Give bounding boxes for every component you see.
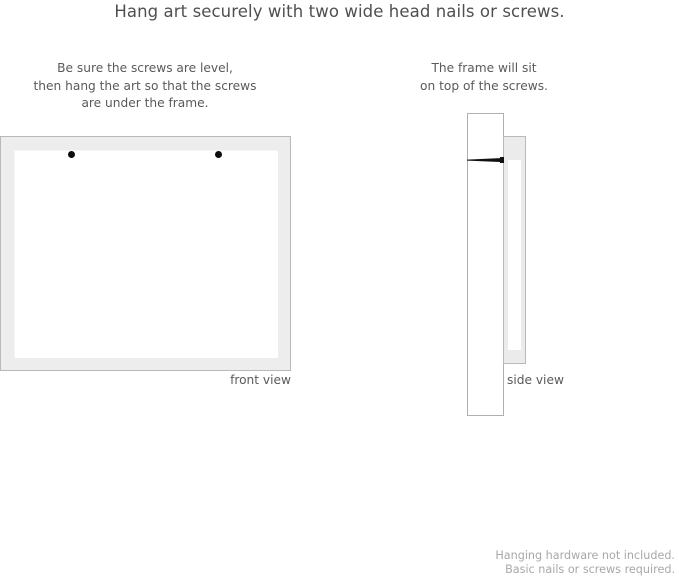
caption-line: then hang the art so that the screws <box>33 78 257 93</box>
side-view-label: side view <box>507 373 564 387</box>
frame-mat-area <box>14 150 278 358</box>
caption-line: are under the frame. <box>81 96 209 110</box>
side-view-caption: The frame will sit on top of the screws. <box>394 60 574 95</box>
footer-line: Hanging hardware not included. <box>495 549 675 562</box>
front-view-caption: Be sure the screws are level, then hang … <box>5 60 285 113</box>
caption-line: on top of the screws. <box>420 78 548 93</box>
footer-line: Basic nails or screws required. <box>505 562 675 576</box>
caption-line: The frame will sit <box>431 61 537 75</box>
front-view-label: front view <box>230 373 291 387</box>
screw-dot-right-icon <box>215 151 222 158</box>
wall-cross-section <box>467 113 504 416</box>
screw-dot-left-icon <box>68 151 75 158</box>
nail-icon <box>467 157 505 163</box>
footer-note: Hanging hardware not included. Basic nai… <box>495 549 675 576</box>
caption-line: Be sure the screws are level, <box>57 61 233 75</box>
front-view-diagram <box>0 136 291 371</box>
page-title: Hang art securely with two wide head nai… <box>114 2 565 21</box>
frame-cross-section-inner <box>508 160 521 350</box>
